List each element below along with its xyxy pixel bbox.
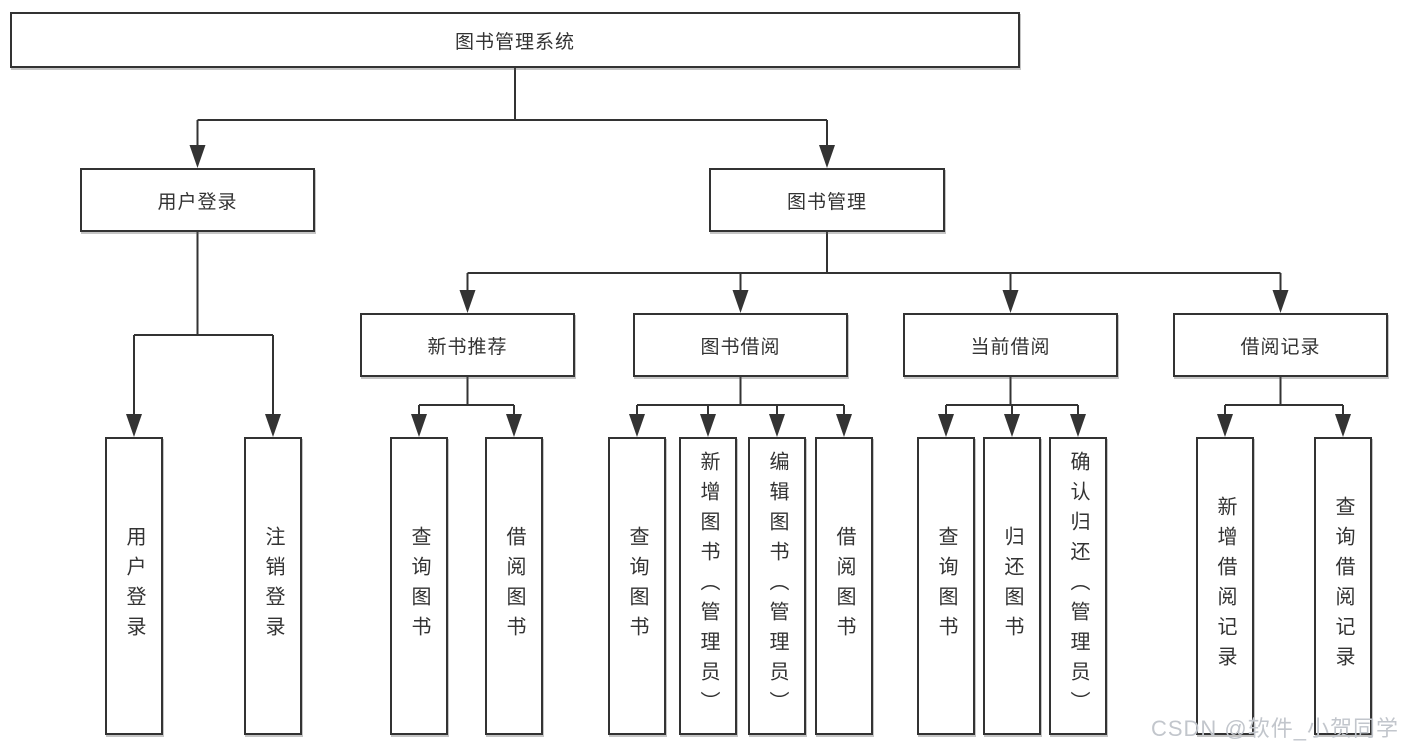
node-borrow-records-label: 借阅记录 <box>1240 336 1321 358</box>
leaf-query-borrow-record-label: 查询借阅记录 <box>1332 496 1354 676</box>
leaf-logout-label: 注销登录 <box>262 526 284 646</box>
leaf-return-books: 归还图书 <box>983 437 1041 735</box>
leaf-query-books-borrow-label: 查询图书 <box>626 526 648 646</box>
leaf-edit-book-admin: 编辑图书（管理员） <box>748 437 806 735</box>
leaf-query-books-recommend-label: 查询图书 <box>408 526 430 646</box>
arrowhead <box>1335 414 1351 437</box>
arrowhead <box>836 414 852 437</box>
arrowhead <box>629 414 645 437</box>
leaf-add-book-admin: 新增图书（管理员） <box>679 437 737 735</box>
node-root: 图书管理系统 <box>10 12 1020 68</box>
arrowhead <box>732 290 749 313</box>
leaf-borrow-books: 借阅图书 <box>815 437 873 735</box>
arrowhead <box>189 145 206 168</box>
leaf-confirm-return-admin-label: 确认归还（管理员） <box>1067 451 1089 721</box>
arrowhead <box>819 145 835 168</box>
node-current-borrow: 当前借阅 <box>903 313 1118 377</box>
leaf-borrow-books-recommend-label: 借阅图书 <box>503 526 525 646</box>
leaf-logout: 注销登录 <box>244 437 302 735</box>
connector-path <box>133 68 1344 419</box>
node-user-login: 用户登录 <box>80 168 315 232</box>
node-book-borrow-label: 图书借阅 <box>700 336 781 358</box>
leaf-return-books-label: 归还图书 <box>1001 526 1023 646</box>
node-book-management-label: 图书管理 <box>786 191 867 213</box>
node-new-book-recommend-label: 新书推荐 <box>427 336 508 358</box>
leaf-user-login: 用户登录 <box>105 437 163 735</box>
leaf-query-books-recommend: 查询图书 <box>390 437 448 735</box>
arrowhead <box>769 414 785 437</box>
arrowhead <box>265 414 281 437</box>
arrowhead <box>1272 290 1289 313</box>
arrowhead <box>506 414 522 437</box>
arrowhead <box>1070 414 1086 437</box>
node-book-borrow: 图书借阅 <box>633 313 848 377</box>
leaf-user-login-label: 用户登录 <box>123 526 145 646</box>
node-root-label: 图书管理系统 <box>454 31 575 53</box>
leaf-confirm-return-admin: 确认归还（管理员） <box>1049 437 1107 735</box>
leaf-query-books-current: 查询图书 <box>917 437 975 735</box>
leaf-add-book-admin-label: 新增图书（管理员） <box>697 451 719 721</box>
node-user-login-label: 用户登录 <box>157 191 238 213</box>
arrowhead <box>938 414 954 437</box>
node-current-borrow-label: 当前借阅 <box>970 336 1051 358</box>
csdn-watermark: CSDN @软件_小贺同学 <box>1150 716 1399 741</box>
leaf-add-borrow-record-label: 新增借阅记录 <box>1214 496 1236 676</box>
arrowhead <box>1004 414 1020 437</box>
arrowhead <box>1217 414 1233 437</box>
leaf-edit-book-admin-label: 编辑图书（管理员） <box>766 451 788 721</box>
leaf-borrow-books-label: 借阅图书 <box>833 526 855 646</box>
arrowhead <box>700 414 716 437</box>
leaf-borrow-books-recommend: 借阅图书 <box>485 437 543 735</box>
node-borrow-records: 借阅记录 <box>1173 313 1388 377</box>
arrowhead <box>459 290 476 313</box>
arrowheads <box>126 145 1351 437</box>
arrowhead <box>1002 290 1019 313</box>
leaf-query-books-borrow: 查询图书 <box>608 437 666 735</box>
leaf-add-borrow-record: 新增借阅记录 <box>1196 437 1254 735</box>
leaf-query-books-current-label: 查询图书 <box>935 526 957 646</box>
node-new-book-recommend: 新书推荐 <box>360 313 575 377</box>
arrowhead <box>411 414 427 437</box>
leaf-query-borrow-record: 查询借阅记录 <box>1314 437 1372 735</box>
node-book-management: 图书管理 <box>709 168 945 232</box>
arrowhead <box>126 414 142 437</box>
